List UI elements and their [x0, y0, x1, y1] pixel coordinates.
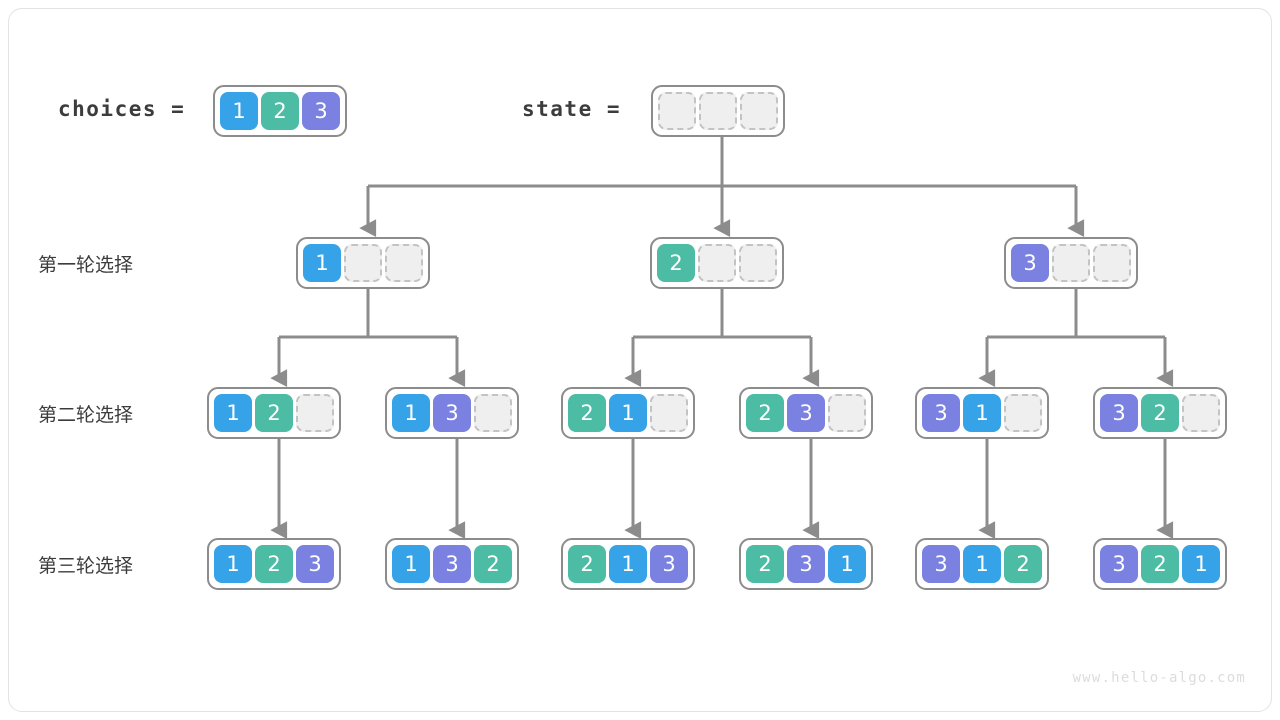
- round3-node1-cell-2: 2: [255, 545, 293, 583]
- state-cell-2: [699, 92, 737, 130]
- round1-node2-cell-2: [698, 244, 736, 282]
- watermark: www.hello-algo.com: [1072, 670, 1246, 686]
- round1-node2-cell-1: 2: [657, 244, 695, 282]
- round1-node1-cell-2: [344, 244, 382, 282]
- round1-node3-cell-1: 3: [1011, 244, 1049, 282]
- round2-node1-cell-3: [296, 394, 334, 432]
- round2-node2-cell-1: 1: [392, 394, 430, 432]
- row-label-round-2: 第二轮选择: [38, 404, 134, 426]
- round2-node1-cell-2: 2: [255, 394, 293, 432]
- round3-node4-cell-3: 1: [828, 545, 866, 583]
- round1-node1-cell-1: 1: [303, 244, 341, 282]
- round3-node1-cell-1: 1: [214, 545, 252, 583]
- round3-node4-cell-1: 2: [746, 545, 784, 583]
- round3-node2-cell-3: 2: [474, 545, 512, 583]
- round3-node2-cell-1: 1: [392, 545, 430, 583]
- round2-node6-cell-1: 3: [1100, 394, 1138, 432]
- state-cell-3: [740, 92, 778, 130]
- round3-node3-cell-1: 2: [568, 545, 606, 583]
- choices-cell-3: 3: [302, 92, 340, 130]
- round2-node5-cell-2: 1: [963, 394, 1001, 432]
- round1-node1-cell-3: [385, 244, 423, 282]
- round3-node3-cell-2: 1: [609, 545, 647, 583]
- round3-node4-cell-2: 3: [787, 545, 825, 583]
- round3-node2-cell-2: 3: [433, 545, 471, 583]
- round3-node5-cell-2: 1: [963, 545, 1001, 583]
- round3-node6-cell-2: 2: [1141, 545, 1179, 583]
- round1-node3-cell-2: [1052, 244, 1090, 282]
- choices-cell-1: 1: [220, 92, 258, 130]
- row-label-round-3: 第三轮选择: [38, 555, 134, 577]
- state-array: [651, 85, 785, 137]
- round2-node5-cell-3: [1004, 394, 1042, 432]
- round3-node6-cell-3: 1: [1182, 545, 1220, 583]
- tree-node-round1-3: 3: [1004, 237, 1138, 289]
- round2-node2-cell-3: [474, 394, 512, 432]
- round2-node6-cell-2: 2: [1141, 394, 1179, 432]
- round2-node3-cell-1: 2: [568, 394, 606, 432]
- round3-node5-cell-3: 2: [1004, 545, 1042, 583]
- round2-node6-cell-3: [1182, 394, 1220, 432]
- round2-node5-cell-1: 3: [922, 394, 960, 432]
- round3-node3-cell-3: 3: [650, 545, 688, 583]
- choices-cell-2: 2: [261, 92, 299, 130]
- round1-node2-cell-3: [739, 244, 777, 282]
- tree-node-round1-2: 2: [650, 237, 784, 289]
- round3-node5-cell-1: 3: [922, 545, 960, 583]
- state-label: state =: [522, 97, 622, 121]
- round2-node1-cell-1: 1: [214, 394, 252, 432]
- round2-node4-cell-2: 3: [787, 394, 825, 432]
- round1-node3-cell-3: [1093, 244, 1131, 282]
- round2-node2-cell-2: 3: [433, 394, 471, 432]
- round3-node1-cell-3: 3: [296, 545, 334, 583]
- round2-node4-cell-3: [828, 394, 866, 432]
- choices-label: choices =: [58, 97, 186, 121]
- round2-node3-cell-3: [650, 394, 688, 432]
- round2-node3-cell-2: 1: [609, 394, 647, 432]
- round3-node6-cell-1: 3: [1100, 545, 1138, 583]
- state-cell-1: [658, 92, 696, 130]
- row-label-round-1: 第一轮选择: [38, 254, 134, 276]
- tree-node-round1-1: 1: [296, 237, 430, 289]
- round2-node4-cell-1: 2: [746, 394, 784, 432]
